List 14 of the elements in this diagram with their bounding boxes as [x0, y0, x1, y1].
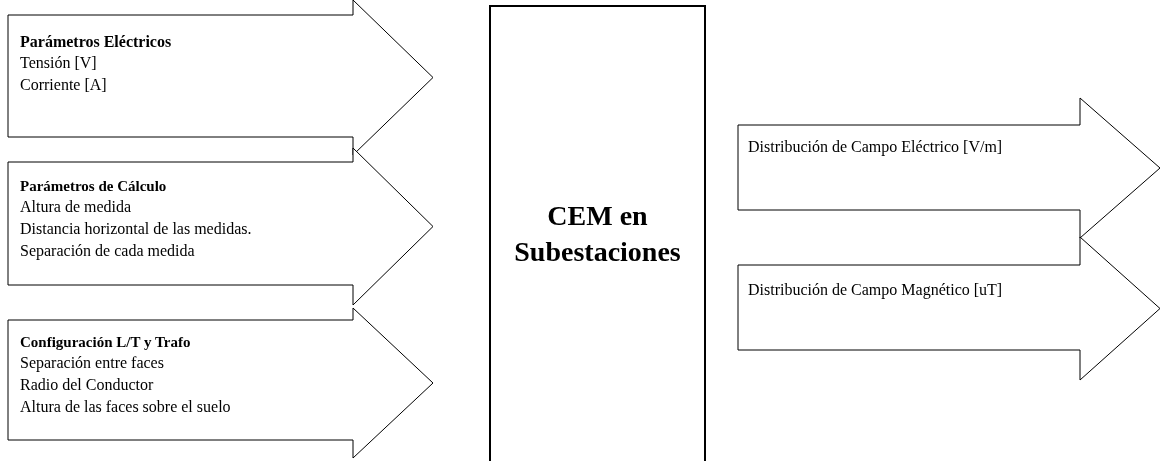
parameter-text: Radio del Conductor — [20, 375, 155, 395]
parameter-text: Altura de medida — [20, 197, 133, 217]
parameter-text: Separación entre faces — [20, 353, 165, 374]
parameter-text: Separación de cada medida — [20, 241, 196, 262]
parameter-text: Distribución de Campo Magnético [uT] — [748, 280, 1004, 301]
parameter-text: Tensión [V] — [20, 53, 98, 73]
heading: Configuración L/T y Trafo — [20, 333, 192, 352]
title-text: CEM en Subestaciones — [513, 198, 682, 269]
parameter-text: Altura de las faces sobre el suelo — [20, 397, 232, 417]
parameter-text: Distancia horizontal de las medidas. — [20, 219, 253, 239]
parameter-text: Corriente [A] — [20, 75, 108, 95]
heading: Parámetros Eléctricos — [20, 32, 173, 52]
heading: Parámetros de Cálculo — [20, 177, 168, 196]
parameter-text: Distribución de Campo Eléctrico [V/m] — [748, 137, 1004, 158]
